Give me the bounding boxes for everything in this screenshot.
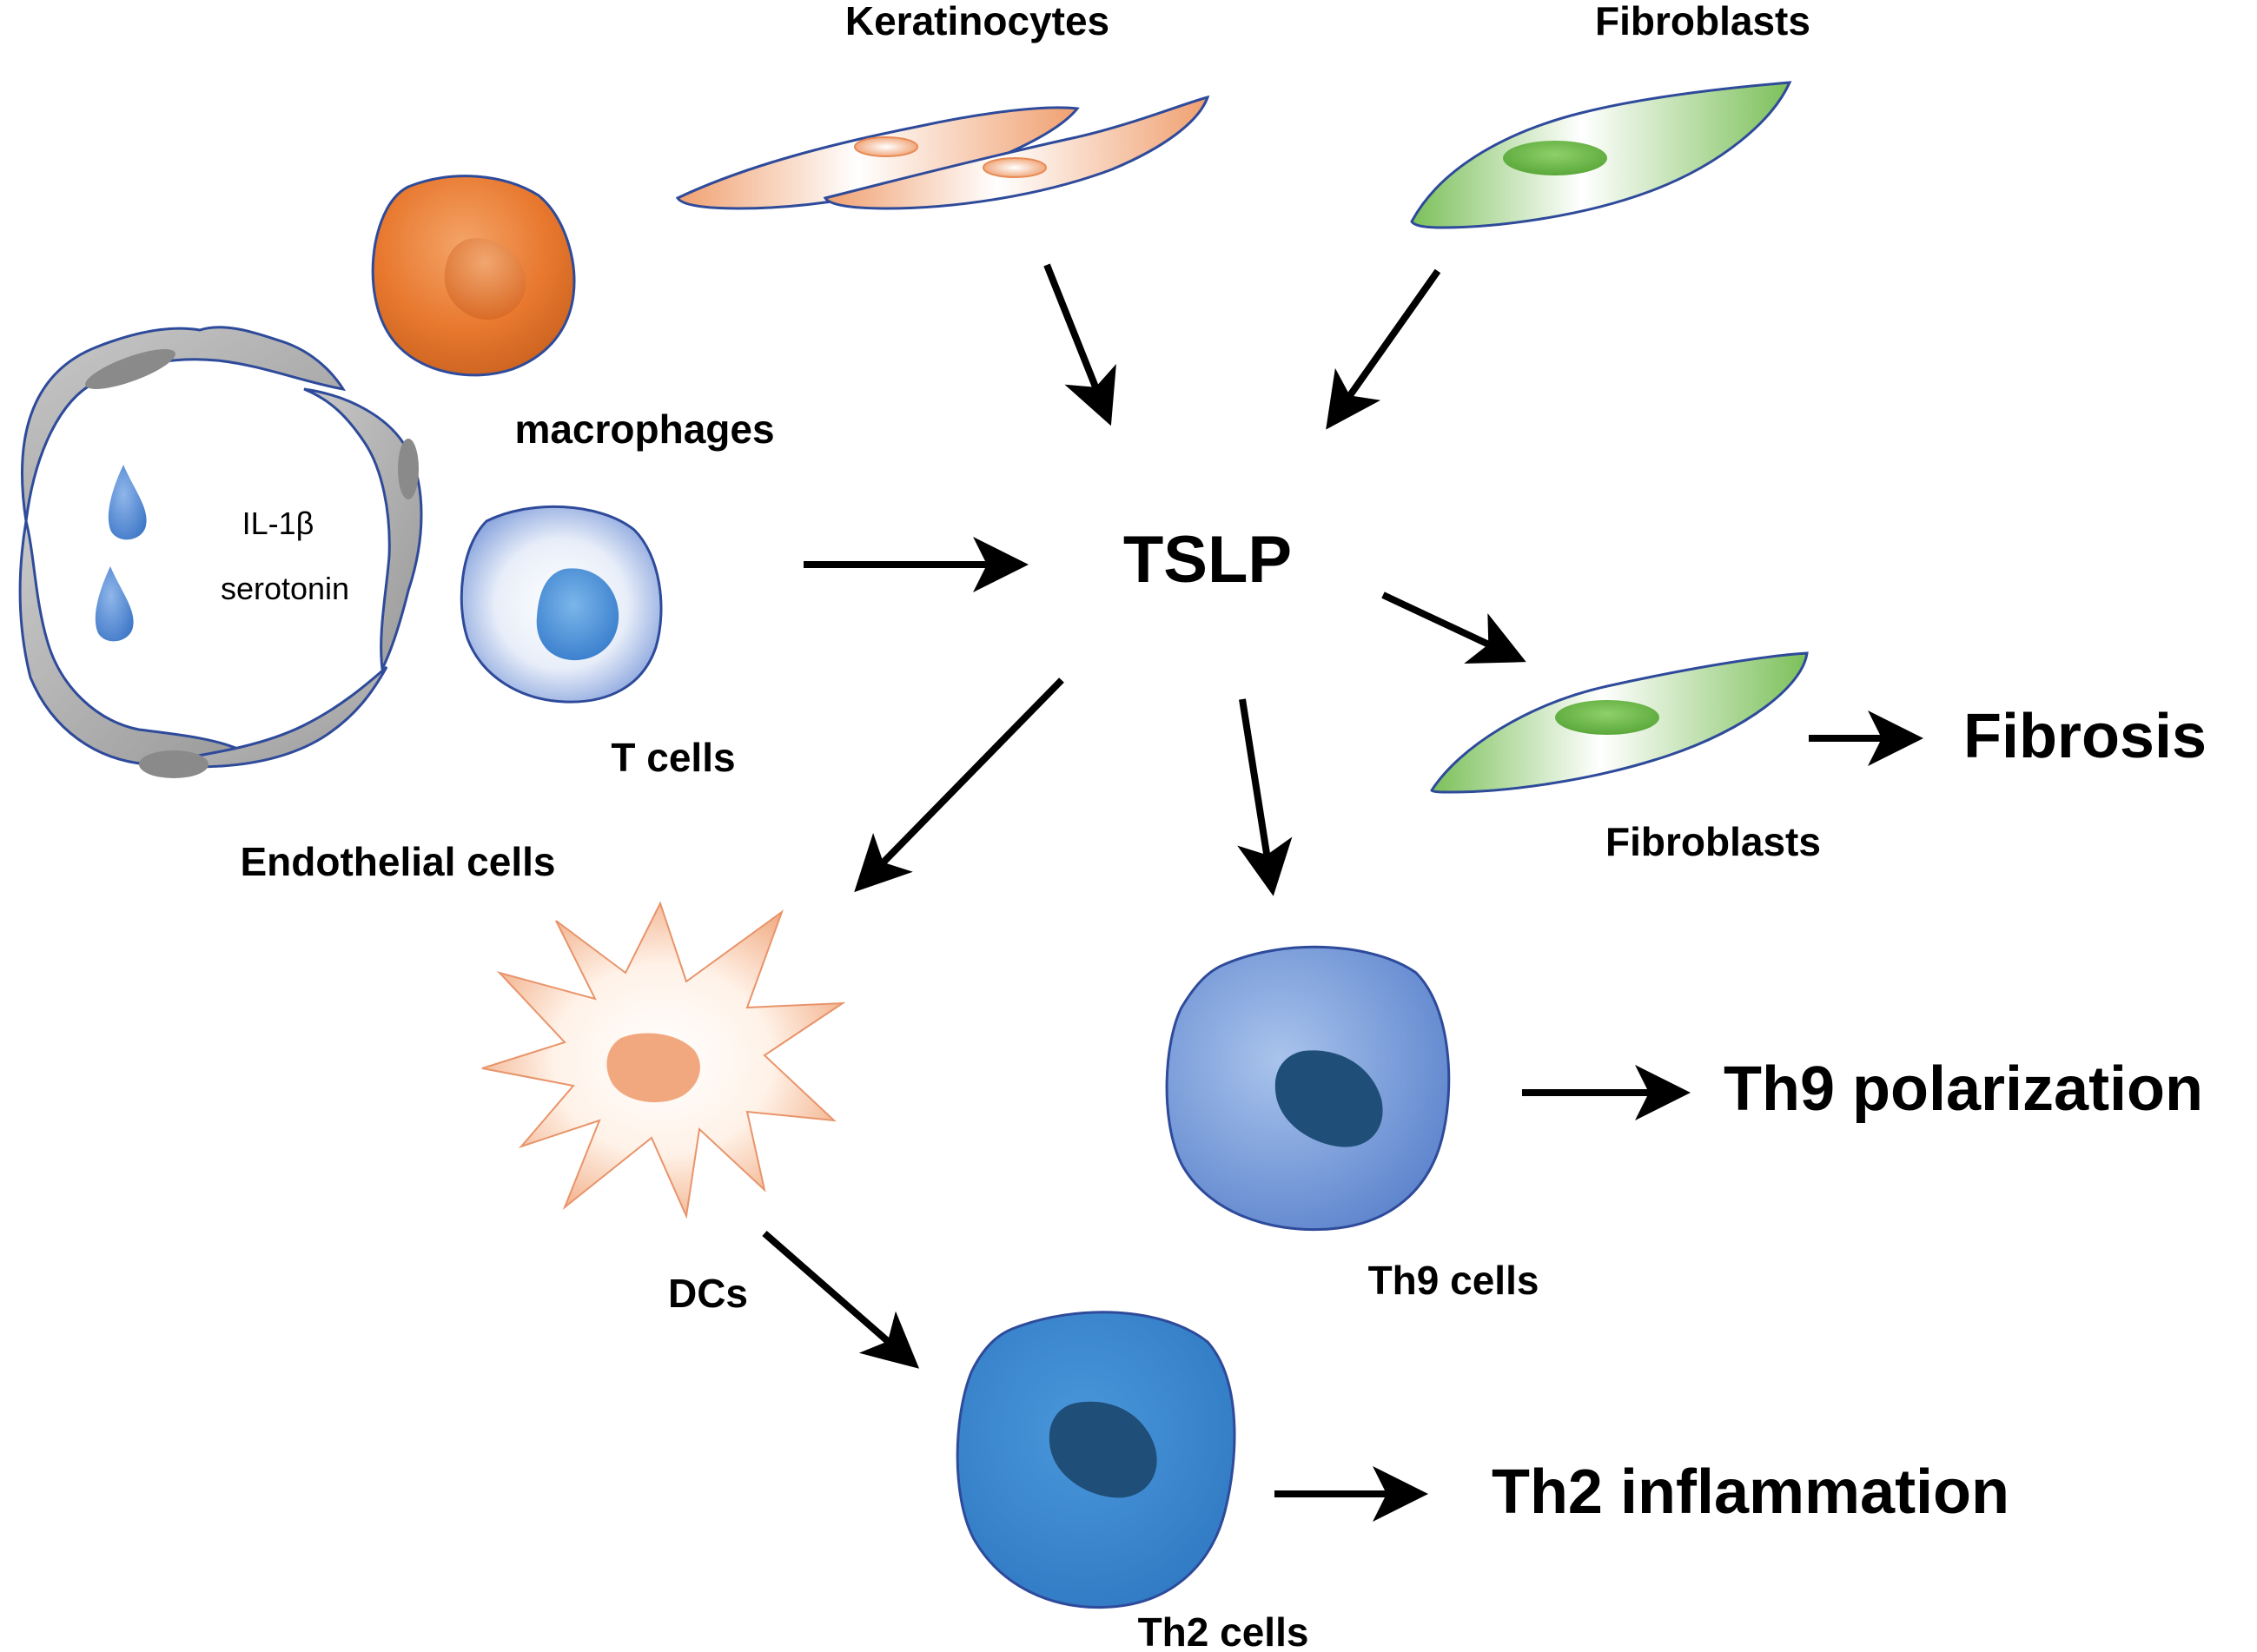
serotonin-droplet-2: [95, 566, 134, 642]
arrow-tslp-to-fibroblasts: [1381, 591, 1526, 664]
tslp-label: TSLP: [1123, 523, 1292, 597]
th2-cell: [956, 1311, 1236, 1609]
keratinocytes-cells: [675, 95, 1210, 210]
fibrosis-label: Fibrosis: [1963, 702, 2207, 771]
arrow-fibroblasts-to-tslp: [1326, 268, 1441, 430]
dendritic-cell: [481, 901, 846, 1219]
arrow-keratinocytes-to-tslp: [1043, 263, 1116, 426]
th2-inflammation-label: Th2 inflammation: [1492, 1457, 2009, 1527]
macrophage-cell: [371, 175, 576, 377]
fibroblasts-right-label: Fibroblasts: [1605, 819, 1821, 864]
fibroblasts-top-label: Fibroblasts: [1595, 0, 1810, 43]
il1b-droplet-1: [108, 465, 147, 540]
keratinocytes-label: Keratinocytes: [845, 0, 1109, 43]
endothelial-cells-vessel: [18, 326, 423, 778]
il1b-label: IL-1β: [242, 506, 314, 541]
macrophages-label: macrophages: [514, 406, 774, 452]
t-cells-label: T cells: [611, 735, 735, 780]
dcs-label: DCs: [668, 1271, 748, 1316]
th9-cell: [1165, 945, 1451, 1232]
th9-cells-label: Th9 cells: [1368, 1258, 1539, 1303]
fibroblast-right-cell: [1430, 651, 1809, 794]
serotonin-label: serotonin: [221, 571, 349, 606]
arrow-tslp-to-dcs: [854, 677, 1064, 893]
th2-cells-label: Th2 cells: [1138, 1609, 1309, 1652]
t-cell: [460, 505, 663, 704]
th9-polarization-label: Th9 polarization: [1724, 1054, 2203, 1124]
arrows-group: [762, 263, 1923, 1522]
arrow-dcs-to-th2: [762, 1230, 920, 1369]
endothelial-cells-label: Endothelial cells: [241, 839, 556, 884]
fibroblast-top-cell: [1410, 81, 1792, 229]
arrow-tslp-to-th9: [1237, 698, 1293, 896]
